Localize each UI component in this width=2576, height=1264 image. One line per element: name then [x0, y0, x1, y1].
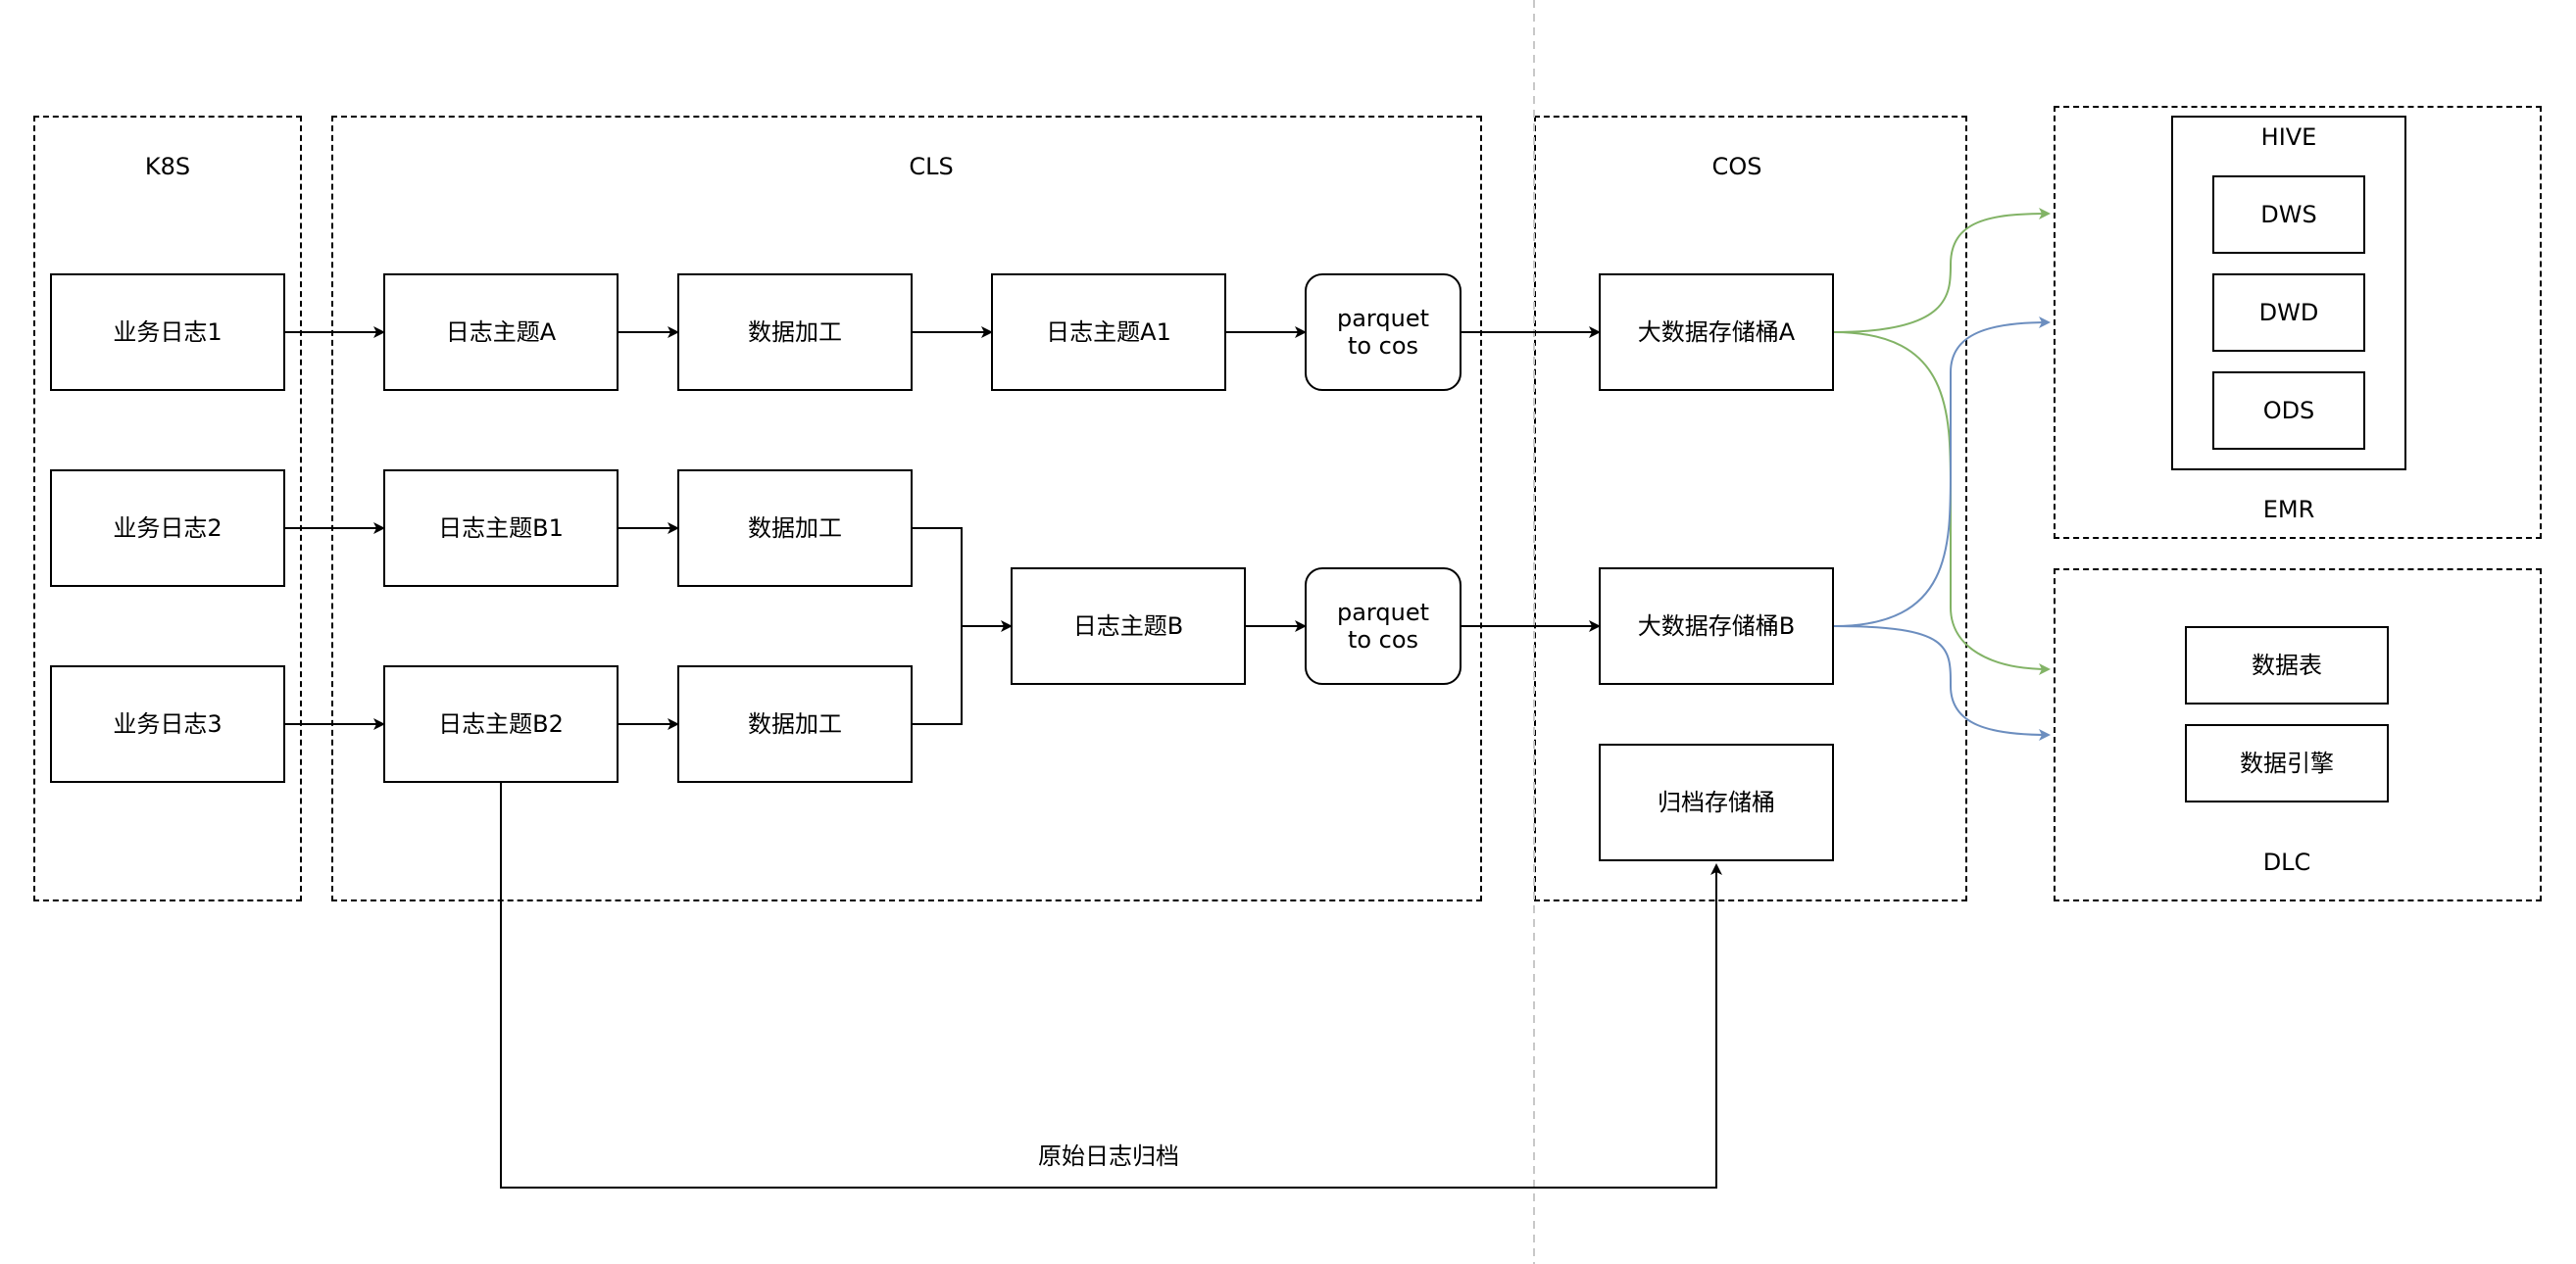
edge-bucketb-emr: [1833, 316, 2051, 627]
cls-group: [331, 116, 1482, 901]
cos-group-title: COS: [1711, 153, 1762, 180]
topic-b1-node[interactable]: 日志主题B1: [383, 469, 619, 587]
dlc-group: [2054, 568, 2542, 901]
data-engine-node[interactable]: 数据引擎: [2185, 724, 2389, 802]
ods-node[interactable]: ODS: [2212, 371, 2365, 450]
topic-a1-node[interactable]: 日志主题A1: [991, 273, 1226, 391]
process-1-node[interactable]: 数据加工: [677, 273, 913, 391]
data-table-node[interactable]: 数据表: [2185, 626, 2389, 705]
biz-log-1-node[interactable]: 业务日志1: [50, 273, 285, 391]
archive-bucket-node[interactable]: 归档存储桶: [1599, 744, 1834, 861]
cls-group-title: CLS: [909, 153, 954, 180]
archive-edge-label: 原始日志归档: [1038, 1142, 1179, 1170]
biz-log-2-node[interactable]: 业务日志2: [50, 469, 285, 587]
k8s-group-title: K8S: [144, 153, 191, 180]
emr-group: [2054, 106, 2542, 539]
edge-process2-topicb: [913, 527, 1013, 632]
dws-node[interactable]: DWS: [2212, 175, 2365, 254]
edge-process3-topicb: [913, 626, 963, 725]
topic-a-node[interactable]: 日志主题A: [383, 273, 619, 391]
emr-group-title: EMR: [2262, 496, 2315, 523]
bucket-a-node[interactable]: 大数据存储桶A: [1599, 273, 1834, 391]
parquet-to-cos-2-node[interactable]: parquet to cos: [1305, 567, 1461, 685]
edge-archive: [500, 783, 1722, 1189]
topic-b2-node[interactable]: 日志主题B2: [383, 665, 619, 783]
edge-bucketa-dlc: [1833, 331, 2051, 675]
parquet-to-cos-1-node[interactable]: parquet to cos: [1305, 273, 1461, 391]
process-3-node[interactable]: 数据加工: [677, 665, 913, 783]
dwd-node[interactable]: DWD: [2212, 273, 2365, 352]
edge-bucketa-emr: [1833, 208, 2051, 333]
hive-group-title: HIVE: [2260, 123, 2317, 151]
process-2-node[interactable]: 数据加工: [677, 469, 913, 587]
k8s-group: [33, 116, 302, 901]
dlc-group-title: DLC: [2262, 849, 2311, 876]
edge-bucketb-dlc: [1833, 625, 2051, 741]
topic-b-node[interactable]: 日志主题B: [1011, 567, 1246, 685]
bucket-b-node[interactable]: 大数据存储桶B: [1599, 567, 1834, 685]
biz-log-3-node[interactable]: 业务日志3: [50, 665, 285, 783]
